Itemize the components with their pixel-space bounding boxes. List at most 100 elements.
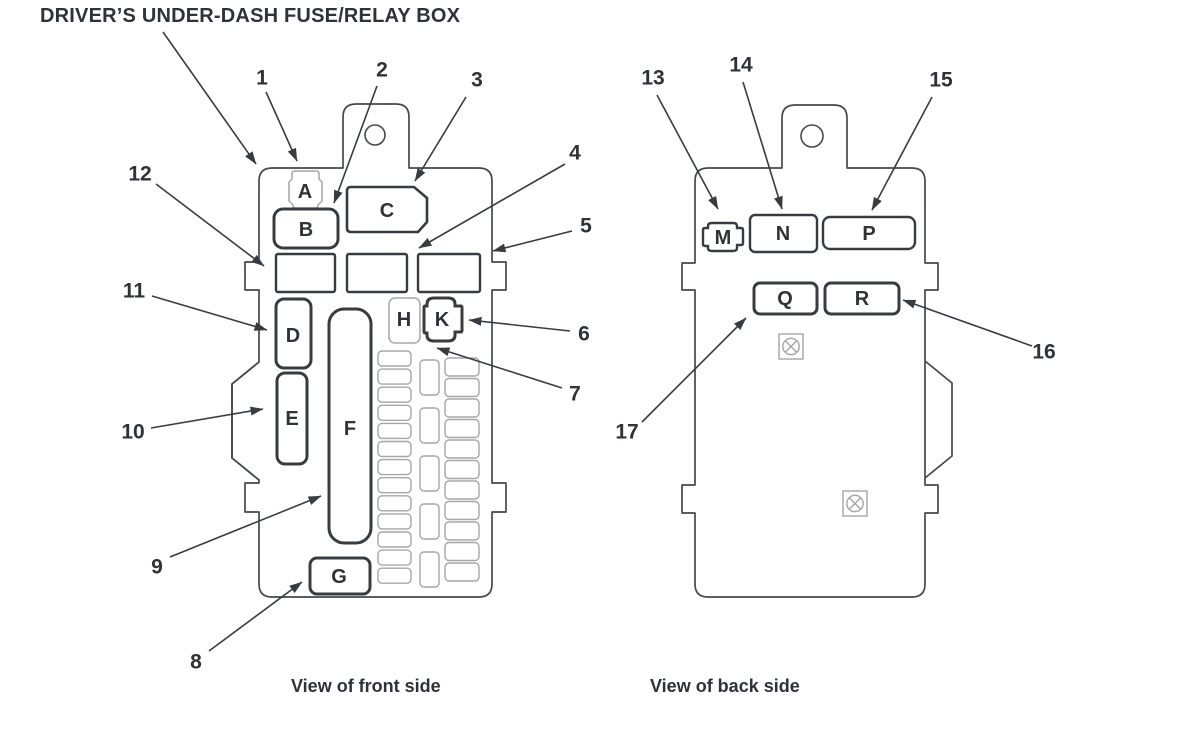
callout-arrow-5 (492, 230, 573, 253)
fuse-slot (377, 386, 412, 403)
fuse-slot (444, 459, 480, 480)
fuse-slot (444, 418, 480, 439)
callout-arrow-13 (656, 94, 719, 210)
fuse-slot (444, 357, 480, 377)
fuse-slot (444, 500, 480, 521)
callout-arrow-6 (468, 316, 571, 332)
fuse-slot (444, 541, 480, 562)
front-component-h-label: H (397, 309, 411, 331)
front-component-f-outline (327, 307, 373, 545)
fuse-slot (377, 350, 412, 367)
mounting-hole-icon (800, 124, 824, 148)
fuse-slot (377, 458, 412, 476)
fuse-slot (377, 531, 412, 548)
front-left-connector-bump (231, 361, 260, 481)
front-component-d-label: D (286, 325, 300, 347)
front-component-b-label: B (299, 219, 313, 241)
callout-arrow-8 (208, 581, 303, 652)
back-component-p-outline (821, 215, 917, 251)
callout-arrow-11 (151, 295, 268, 331)
mounting-holes (364, 124, 824, 148)
callout-arrow-4 (418, 163, 566, 249)
back-components: M N P Q R (701, 213, 917, 316)
callout-arrow-15 (871, 96, 933, 211)
front-component-f-label: F (344, 418, 356, 440)
relay-socket (416, 252, 482, 294)
fuse-slot (444, 521, 480, 541)
back-box-outline (681, 104, 939, 598)
callout-number-14: 14 (729, 54, 753, 77)
front-component-e-outline (275, 371, 309, 466)
back-right-connector-bump (924, 360, 953, 479)
fuse-slot (377, 440, 412, 458)
fuse-slot (419, 551, 440, 588)
callout-number-10: 10 (121, 421, 144, 444)
callout-number-17: 17 (615, 421, 638, 444)
callout-arrow-2 (333, 85, 378, 204)
fuse-slot-grid (377, 350, 480, 588)
callout-arrow-7 (436, 347, 563, 389)
front-component-c-outline (345, 185, 429, 234)
back-component-r-label: R (855, 288, 870, 310)
front-component-g-label: G (331, 566, 347, 588)
screw-icon (848, 497, 862, 510)
callout-number-16: 16 (1032, 341, 1055, 364)
fuse-slot (444, 377, 480, 398)
fuse-slot (377, 368, 412, 385)
fuse-slot (377, 477, 412, 494)
callout-number-6: 6 (578, 323, 590, 346)
back-component-n-label: N (776, 223, 790, 245)
callout-arrow-3 (414, 96, 467, 182)
fuse-slot (419, 359, 440, 396)
callout-arrow-17 (641, 317, 747, 423)
fuse-slot (444, 439, 480, 459)
screws (778, 333, 868, 517)
callout-number-12: 12 (128, 163, 151, 186)
front-component-h-outline (388, 297, 421, 344)
callout-number-4: 4 (569, 142, 581, 165)
back-component-m-label: M (715, 227, 732, 249)
fuse-slot (444, 480, 480, 500)
front-component-k-label: K (435, 309, 450, 331)
callout-number-2: 2 (376, 59, 388, 82)
back-component-n-outline (748, 213, 819, 254)
front-component-d-outline (274, 297, 313, 370)
fuse-slot (377, 422, 412, 440)
callout-arrow-1 (265, 91, 298, 162)
callout-arrow-10 (150, 406, 264, 429)
fuse-slot (419, 407, 440, 444)
callout-number-3: 3 (471, 69, 483, 92)
callout-arrow-12 (155, 183, 265, 267)
fuse-slot (377, 567, 412, 584)
back-component-q-outline (752, 281, 819, 316)
screw-icon (784, 340, 798, 353)
callout-number-11: 11 (123, 280, 146, 303)
callout-number-5: 5 (580, 215, 592, 238)
back-component-r-outline (823, 281, 901, 316)
back-component-q-label: Q (777, 288, 793, 310)
front-component-g-outline (308, 556, 372, 596)
callout-number-9: 9 (151, 556, 163, 579)
back-component-m-outline (701, 221, 745, 253)
title-leader-arrow (162, 31, 257, 165)
fuse-slot (444, 562, 480, 582)
callout-arrow-14 (742, 81, 783, 210)
fuse-slot (377, 549, 412, 566)
front-component-e-label: E (285, 408, 298, 430)
back-caption: View of back side (650, 676, 800, 696)
callout-number-8: 8 (190, 651, 202, 674)
callout-arrow-9 (169, 495, 322, 558)
relay-sockets (274, 252, 482, 294)
mounting-hole-icon (364, 124, 386, 146)
front-component-b-outline (272, 207, 340, 250)
fuse-slot (419, 455, 440, 492)
front-component-k-outline (422, 296, 464, 343)
front-component-c-label: C (380, 200, 394, 222)
front-caption: View of front side (291, 676, 441, 696)
back-component-p-label: P (862, 223, 875, 245)
page-title: DRIVER’S UNDER-DASH FUSE/RELAY BOX (40, 5, 461, 27)
